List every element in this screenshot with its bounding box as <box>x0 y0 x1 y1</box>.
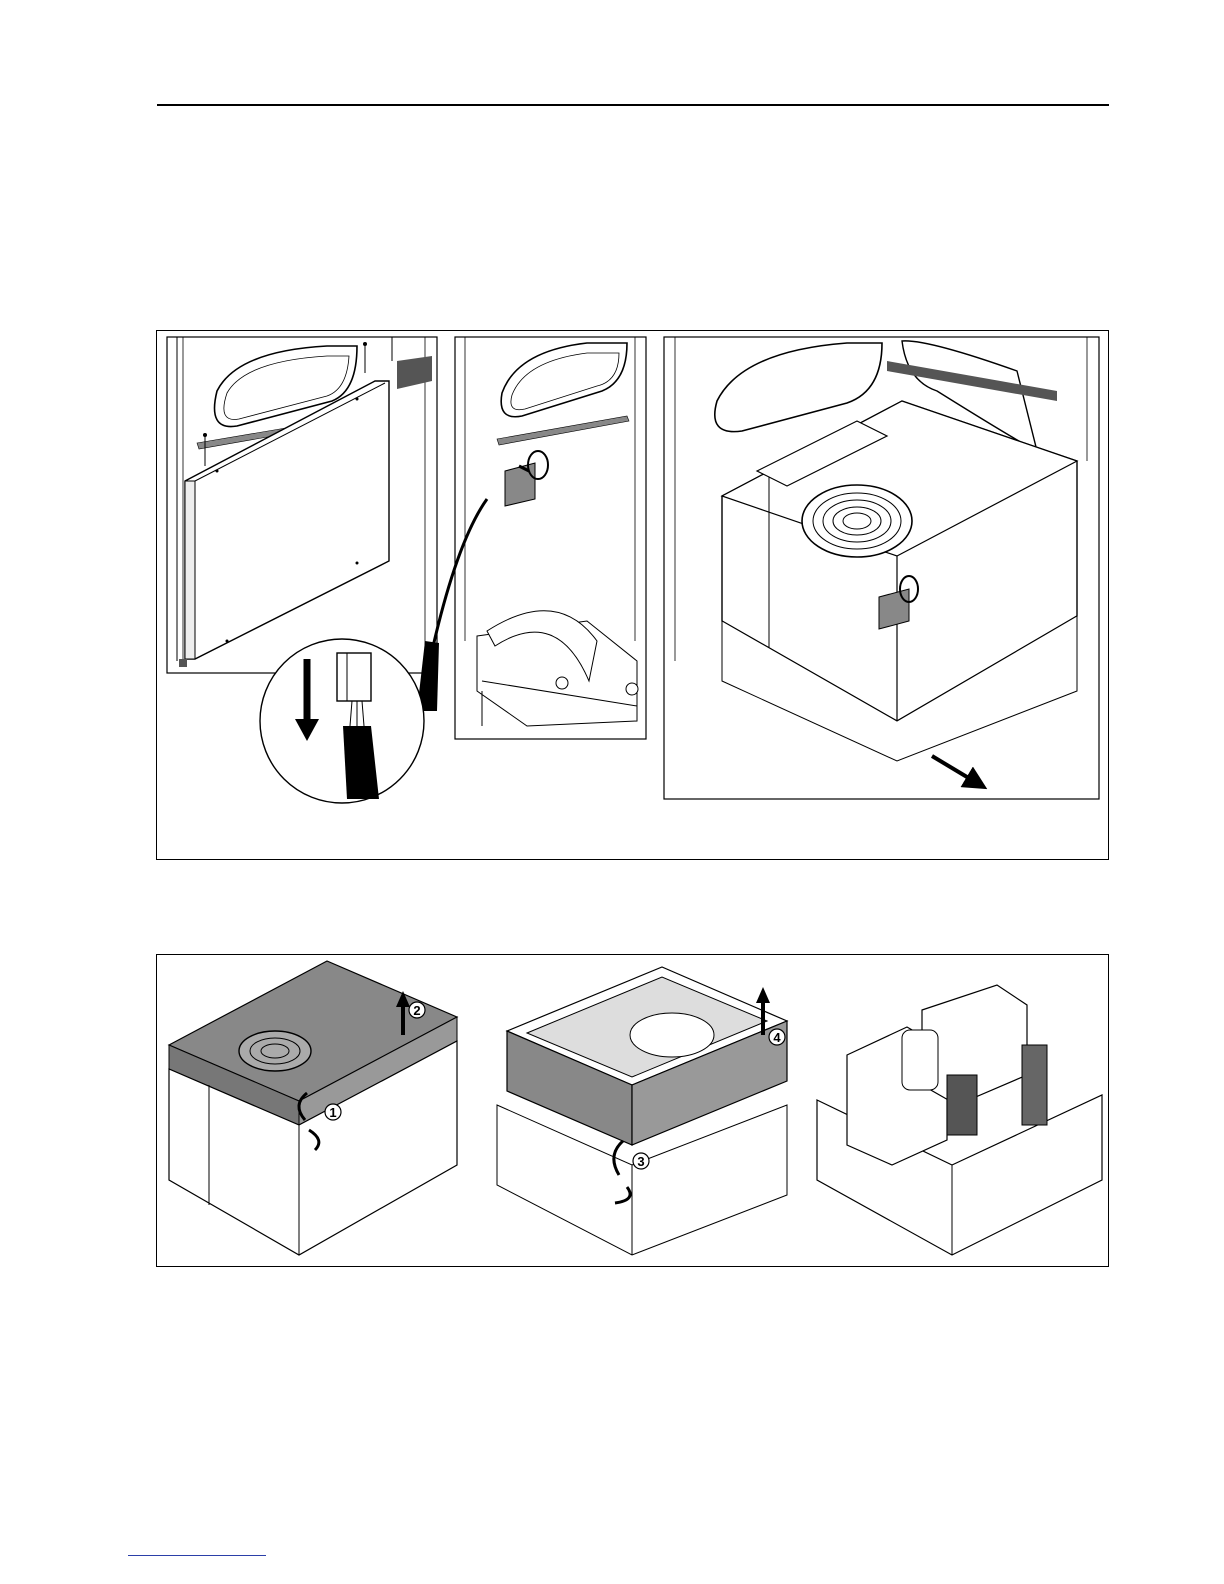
panel-a-rear-cover <box>167 337 437 673</box>
footer-rule <box>128 1555 266 1556</box>
figure-1-drawing <box>157 331 1108 859</box>
unit-3-open-module <box>817 985 1102 1255</box>
figure-2-drawing: 2 1 4 3 <box>157 955 1108 1266</box>
header-rule <box>157 104 1109 106</box>
step-number-4: 4 <box>773 1030 781 1045</box>
unit-1-lift-top-cover: 2 1 <box>169 961 457 1255</box>
figure-removal-of-module <box>156 330 1109 860</box>
step-number-3: 3 <box>637 1154 644 1169</box>
step-number-2: 2 <box>413 1003 420 1018</box>
unit-2-lift-housing: 4 3 <box>497 967 787 1255</box>
figure-disassembly-of-module: 2 1 4 3 <box>156 954 1109 1267</box>
panel-c-pull-out-module <box>664 337 1099 799</box>
panel-b-disconnect-cable <box>432 337 646 739</box>
step-number-1: 1 <box>329 1105 336 1120</box>
